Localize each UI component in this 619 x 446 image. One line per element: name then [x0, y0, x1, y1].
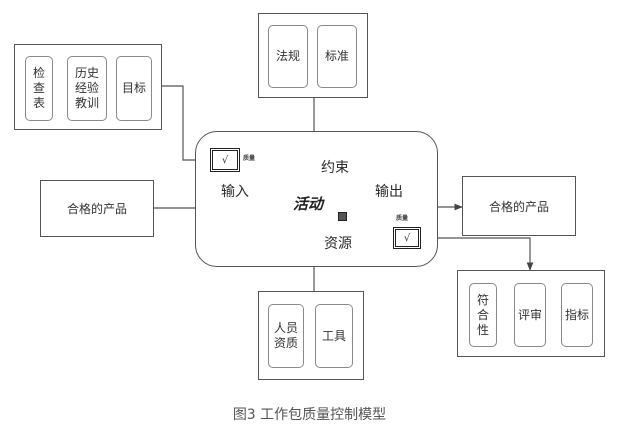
input-source-goals: 目标 [116, 56, 152, 121]
resource-tools: 工具 [315, 304, 353, 368]
activity-title: 活动 [293, 195, 324, 213]
constraints-box: 法规 标准 [258, 13, 368, 98]
output-product-box: 合格的产品 [462, 176, 576, 236]
resources-box: 人员资质 工具 [258, 291, 364, 380]
checks-box: 符合性 评审 指标 [457, 270, 605, 357]
constraint-standards: 标准 [317, 25, 357, 88]
input-source-checklist: 检查表 [25, 56, 53, 121]
arrow-output-check-to-checks [418, 237, 534, 271]
input-quality-check: √ [210, 148, 240, 172]
constraint-label: 约束 [321, 160, 349, 176]
constraint-regulations: 法规 [268, 25, 308, 88]
check-conformity: 符合性 [469, 283, 497, 347]
check-review: 评审 [514, 283, 546, 347]
input-label: 输入 [221, 184, 249, 200]
resource-staff-qualification: 人员资质 [268, 304, 304, 368]
figure-caption: 图3 工作包质量控制模型 [232, 407, 387, 423]
check-metrics: 指标 [561, 283, 593, 347]
output-quality-check: √ [393, 227, 421, 249]
activity-output-knob [338, 212, 347, 221]
input-sources-box: 检查表 历史经验教训 目标 [14, 44, 162, 130]
input-source-lessons: 历史经验教训 [67, 56, 107, 121]
input-quality-label: 质量 [243, 155, 256, 162]
output-quality-label: 质量 [396, 215, 409, 222]
resource-label: 资源 [324, 236, 352, 252]
input-product-box: 合格的产品 [40, 180, 154, 237]
output-label: 输出 [375, 184, 403, 200]
